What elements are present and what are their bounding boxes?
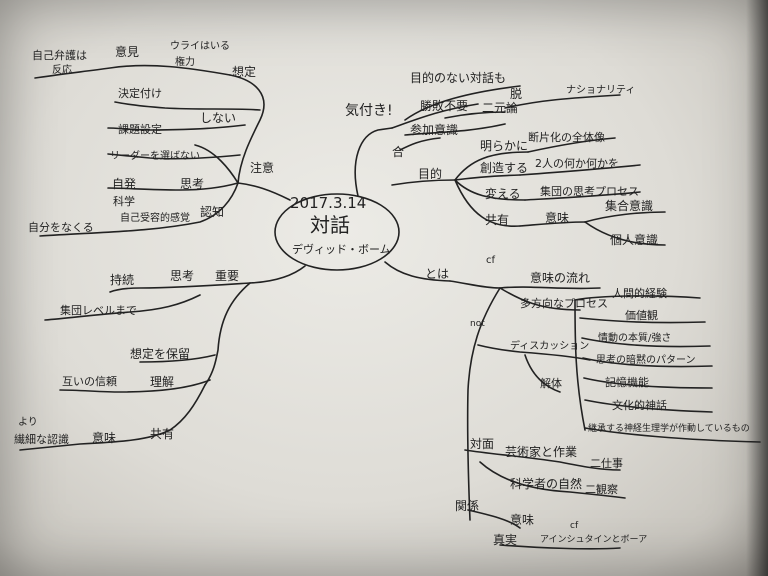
toha-13: 対面 bbox=[470, 437, 495, 451]
chuui-5: 想定 bbox=[232, 65, 257, 79]
label-chuui: 注意 bbox=[250, 161, 275, 175]
toha-21: cf bbox=[570, 521, 579, 531]
chuui-0: 自己弁護は bbox=[32, 49, 87, 62]
chuui-10: 自発 bbox=[112, 177, 137, 191]
kiduki-6: 合 bbox=[392, 145, 405, 159]
chuui-1: 意見 bbox=[115, 45, 140, 59]
mokuteki-5: 集団の思考プロセス bbox=[540, 185, 639, 198]
mokuteki-7: 意味 bbox=[545, 211, 570, 225]
toha-16: 科学者の自然 bbox=[510, 477, 583, 491]
toha-18: 関係 bbox=[455, 499, 480, 513]
juuyou-2: 集団レベルまで bbox=[60, 304, 137, 317]
toha-3: 人間的経験 bbox=[612, 287, 667, 300]
chuui-15: 自分をなくる bbox=[28, 221, 94, 234]
toha-8: 文化的神話 bbox=[612, 399, 667, 412]
toha-15: 二仕事 bbox=[590, 457, 623, 470]
toha-11: ディスカッション bbox=[510, 341, 590, 352]
toha-9: 継承する神経生理学が作動しているもの bbox=[588, 424, 750, 434]
branch-juuyou bbox=[249, 265, 306, 284]
label-mokuteki: 目的 bbox=[418, 167, 443, 181]
toha-20: 真実 bbox=[493, 533, 518, 547]
toha-14: 芸術家と作業 bbox=[505, 445, 578, 459]
chuui-13: 自己受容的感覚 bbox=[120, 213, 190, 224]
toha-17: 二観察 bbox=[585, 483, 618, 496]
dark-edge bbox=[746, 0, 768, 576]
branch-chuui bbox=[237, 182, 291, 201]
toha-19: 意味 bbox=[510, 513, 535, 527]
kiduki-1: 勝敗不要 bbox=[420, 99, 469, 113]
branch-mokuteki bbox=[391, 179, 456, 186]
center-title: 対話 bbox=[310, 213, 350, 237]
juuyou-3: 想定を保留 bbox=[130, 347, 191, 361]
juuyou-8: 意味 bbox=[92, 431, 117, 445]
toha-1: 意味の流れ bbox=[530, 271, 591, 285]
chuui-12: 科学 bbox=[113, 195, 135, 208]
juuyou-1: 思考 bbox=[170, 269, 195, 283]
toha-4: 価値観 bbox=[625, 309, 658, 322]
toha-2: 多方向なプロセス bbox=[520, 297, 608, 310]
toha-6: 思考の暗黙のパターン bbox=[596, 355, 696, 366]
mokuteki-0: 明らかに bbox=[480, 139, 529, 153]
center-node bbox=[274, 193, 400, 271]
juuyou-6: より bbox=[18, 417, 38, 428]
toha-10: not bbox=[470, 319, 485, 329]
mokuteki-2: 創造する bbox=[480, 161, 529, 175]
toha-22: アインシュタインとボーア bbox=[540, 535, 648, 545]
juuyou-7: 繊細な認識 bbox=[14, 433, 69, 446]
kiduki-4: ナショナリティ bbox=[566, 85, 636, 96]
chuui-8: 課題設定 bbox=[118, 123, 162, 136]
mokuteki-6: 共有 bbox=[485, 213, 510, 227]
kiduki-3: 脱 bbox=[510, 87, 523, 101]
kiduki-0: 目的のない対話も bbox=[410, 71, 507, 85]
toha-7: 記憶機能 bbox=[605, 376, 649, 389]
label-toha: とは bbox=[425, 267, 450, 281]
chuui-2: 反応 bbox=[52, 65, 72, 76]
kiduki-2: 二元論 bbox=[482, 101, 519, 115]
juuyou-0: 持続 bbox=[110, 273, 135, 287]
juuyou-4: 互いの信頼 bbox=[62, 375, 117, 388]
chuui-11: 思考 bbox=[180, 177, 205, 191]
mokuteki-1: 断片化の全体像 bbox=[528, 131, 605, 144]
mokuteki-8: 集合意識 bbox=[605, 199, 654, 213]
toha-12: 解体 bbox=[540, 377, 562, 390]
mokuteki-3: 2人の何か何かを bbox=[535, 157, 619, 170]
chuui-4: 権力 bbox=[175, 57, 195, 68]
chuui-7: しない bbox=[200, 111, 237, 125]
chuui-3: ウライはいる bbox=[170, 41, 230, 52]
chuui-14: 認知 bbox=[200, 205, 225, 219]
mokuteki-4: 変える bbox=[485, 187, 521, 201]
chuui-9: リーダーを選ばない bbox=[110, 151, 200, 162]
juuyou-9: 共有 bbox=[150, 427, 175, 441]
center-subtitle: デヴィッド・ボーム bbox=[292, 243, 391, 256]
toha-5: 情動の本質/強さ bbox=[598, 333, 672, 344]
kiduki-5: 参加意識 bbox=[410, 123, 459, 137]
branch-toha bbox=[384, 261, 451, 282]
mokuteki-9: 個人意識 bbox=[610, 233, 659, 247]
toha-0: cf bbox=[486, 255, 496, 266]
center-date: 2017.3.14 bbox=[290, 194, 367, 212]
branch-kiduki bbox=[354, 127, 393, 197]
chuui-6: 決定付け bbox=[118, 87, 162, 100]
label-kiduki: 気付き! bbox=[345, 103, 393, 119]
juuyou-5: 理解 bbox=[150, 375, 175, 389]
label-juuyou: 重要 bbox=[215, 269, 240, 283]
